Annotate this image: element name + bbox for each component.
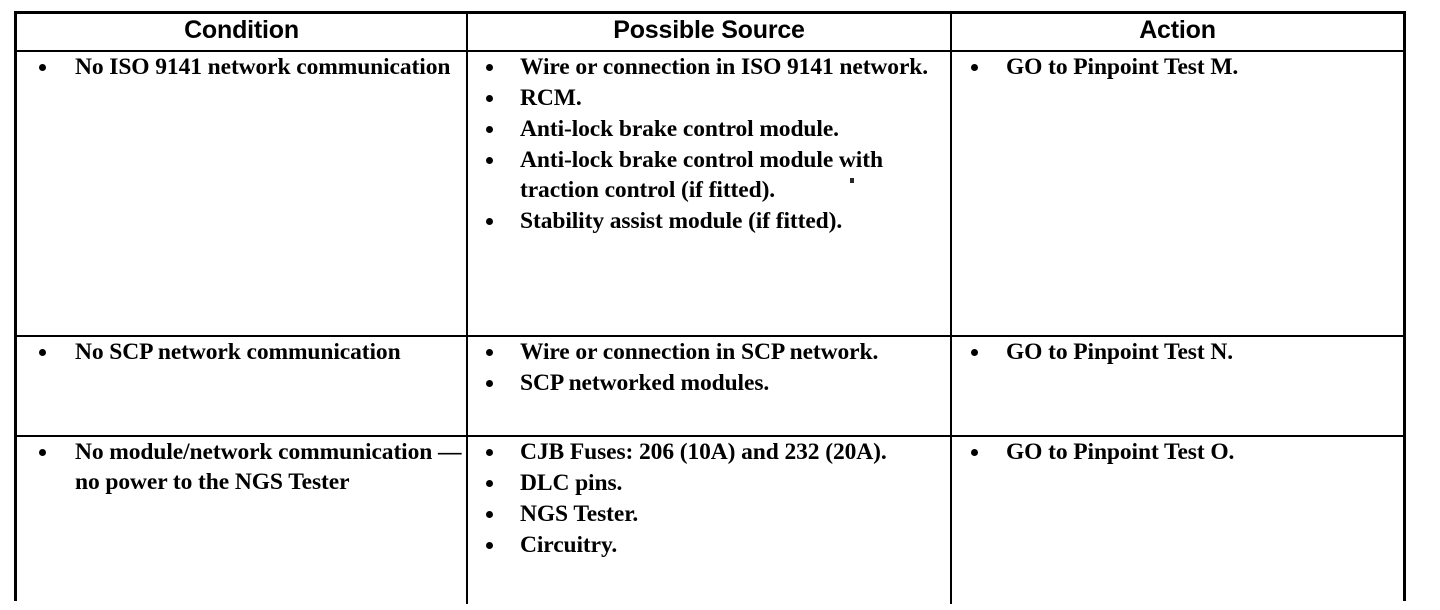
- bullet-icon: [486, 157, 493, 164]
- list-item: Circuitry.: [468, 530, 950, 560]
- column-header-condition: Condition: [17, 14, 468, 52]
- bullet-list: GO to Pinpoint Test M.: [952, 52, 1403, 82]
- list-item: GO to Pinpoint Test M.: [952, 52, 1403, 82]
- bullet-icon: [486, 511, 493, 518]
- list-item-text: DLC pins.: [520, 470, 623, 496]
- list-item-text: No ISO 9141 network communication: [75, 54, 451, 80]
- bullet-icon: [39, 349, 46, 356]
- bullet-list: CJB Fuses: 206 (10A) and 232 (20A). DLC …: [468, 437, 950, 560]
- cell-action: GO to Pinpoint Test M.: [950, 50, 1403, 337]
- bullet-icon: [971, 349, 978, 356]
- list-item: Anti-lock brake control module with trac…: [468, 145, 950, 205]
- bullet-list: No SCP network communication: [17, 337, 466, 367]
- column-header-possible-source: Possible Source: [466, 14, 952, 52]
- bullet-icon: [486, 218, 493, 225]
- list-item: NGS Tester.: [468, 499, 950, 529]
- cell-condition: No SCP network communication: [17, 335, 468, 437]
- list-item: No module/network communication — no pow…: [17, 437, 466, 497]
- bullet-icon: [486, 349, 493, 356]
- list-item: No SCP network communication: [17, 337, 466, 367]
- list-item: DLC pins.: [468, 468, 950, 498]
- bullet-list: GO to Pinpoint Test O.: [952, 437, 1403, 467]
- list-item-text: NGS Tester.: [520, 501, 639, 527]
- list-item: GO to Pinpoint Test N.: [952, 337, 1403, 367]
- table-row: No ISO 9141 network communication Wire o…: [17, 50, 1403, 337]
- table-row: No module/network communication — no pow…: [17, 435, 1403, 604]
- list-item-text: SCP networked modules.: [520, 370, 770, 396]
- list-item: Wire or connection in SCP network.: [468, 337, 950, 367]
- list-item-text: Wire or connection in SCP network.: [520, 339, 879, 365]
- cell-condition: No ISO 9141 network communication: [17, 50, 468, 337]
- bullet-list: Wire or connection in SCP network. SCP n…: [468, 337, 950, 398]
- diagnostic-table: Condition Possible Source Action No ISO …: [17, 14, 1403, 604]
- list-item: SCP networked modules.: [468, 368, 950, 398]
- list-item-text: RCM.: [520, 85, 582, 111]
- table-body: No ISO 9141 network communication Wire o…: [17, 50, 1403, 604]
- cell-possible-source: Wire or connection in SCP network. SCP n…: [466, 335, 952, 437]
- list-item-text: CJB Fuses: 206 (10A) and 232 (20A).: [520, 439, 887, 465]
- list-item: No ISO 9141 network communication: [17, 52, 466, 82]
- list-item-text: GO to Pinpoint Test N.: [1006, 339, 1233, 365]
- bullet-icon: [486, 542, 493, 549]
- bullet-icon: [39, 449, 46, 456]
- cell-action: GO to Pinpoint Test N.: [950, 335, 1403, 437]
- table-row: No SCP network communication Wire or con…: [17, 335, 1403, 437]
- list-item: GO to Pinpoint Test O.: [952, 437, 1403, 467]
- bullet-icon: [486, 480, 493, 487]
- list-item-text: Circuitry.: [520, 532, 618, 558]
- bullet-list: Wire or connection in ISO 9141 network. …: [468, 52, 950, 236]
- diagnostic-table-container: Condition Possible Source Action No ISO …: [14, 11, 1406, 604]
- list-item-text: No module/network communication — no pow…: [75, 439, 462, 495]
- list-item-text: No SCP network communication: [75, 339, 401, 365]
- bullet-icon: [486, 64, 493, 71]
- list-item: CJB Fuses: 206 (10A) and 232 (20A).: [468, 437, 950, 467]
- list-item-text: Wire or connection in ISO 9141 network.: [520, 54, 929, 80]
- column-header-action: Action: [950, 14, 1403, 52]
- list-item: Wire or connection in ISO 9141 network.: [468, 52, 950, 82]
- bullet-icon: [971, 64, 978, 71]
- list-item-text: Anti-lock brake control module.: [520, 116, 839, 142]
- cell-action: GO to Pinpoint Test O.: [950, 435, 1403, 604]
- list-item-text: Stability assist module (if fitted).: [520, 208, 843, 234]
- bullet-icon: [486, 126, 493, 133]
- bullet-icon: [486, 380, 493, 387]
- list-item: Anti-lock brake control module.: [468, 114, 950, 144]
- list-item-text: Anti-lock brake control module with trac…: [520, 147, 883, 203]
- list-item-text: GO to Pinpoint Test O.: [1006, 439, 1235, 465]
- bullet-icon: [486, 449, 493, 456]
- bullet-icon: [486, 95, 493, 102]
- list-item: Stability assist module (if fitted).: [468, 206, 950, 236]
- scan-artifact-speck: [850, 178, 854, 183]
- cell-possible-source: CJB Fuses: 206 (10A) and 232 (20A). DLC …: [466, 435, 952, 604]
- bullet-icon: [971, 449, 978, 456]
- bullet-list: No ISO 9141 network communication: [17, 52, 466, 82]
- bullet-list: GO to Pinpoint Test N.: [952, 337, 1403, 367]
- cell-condition: No module/network communication — no pow…: [17, 435, 468, 604]
- header-row: Condition Possible Source Action: [17, 14, 1403, 52]
- list-item: RCM.: [468, 83, 950, 113]
- bullet-list: No module/network communication — no pow…: [17, 437, 466, 497]
- bullet-icon: [39, 64, 46, 71]
- cell-possible-source: Wire or connection in ISO 9141 network. …: [466, 50, 952, 337]
- table-header: Condition Possible Source Action: [17, 14, 1403, 52]
- list-item-text: GO to Pinpoint Test M.: [1006, 54, 1239, 80]
